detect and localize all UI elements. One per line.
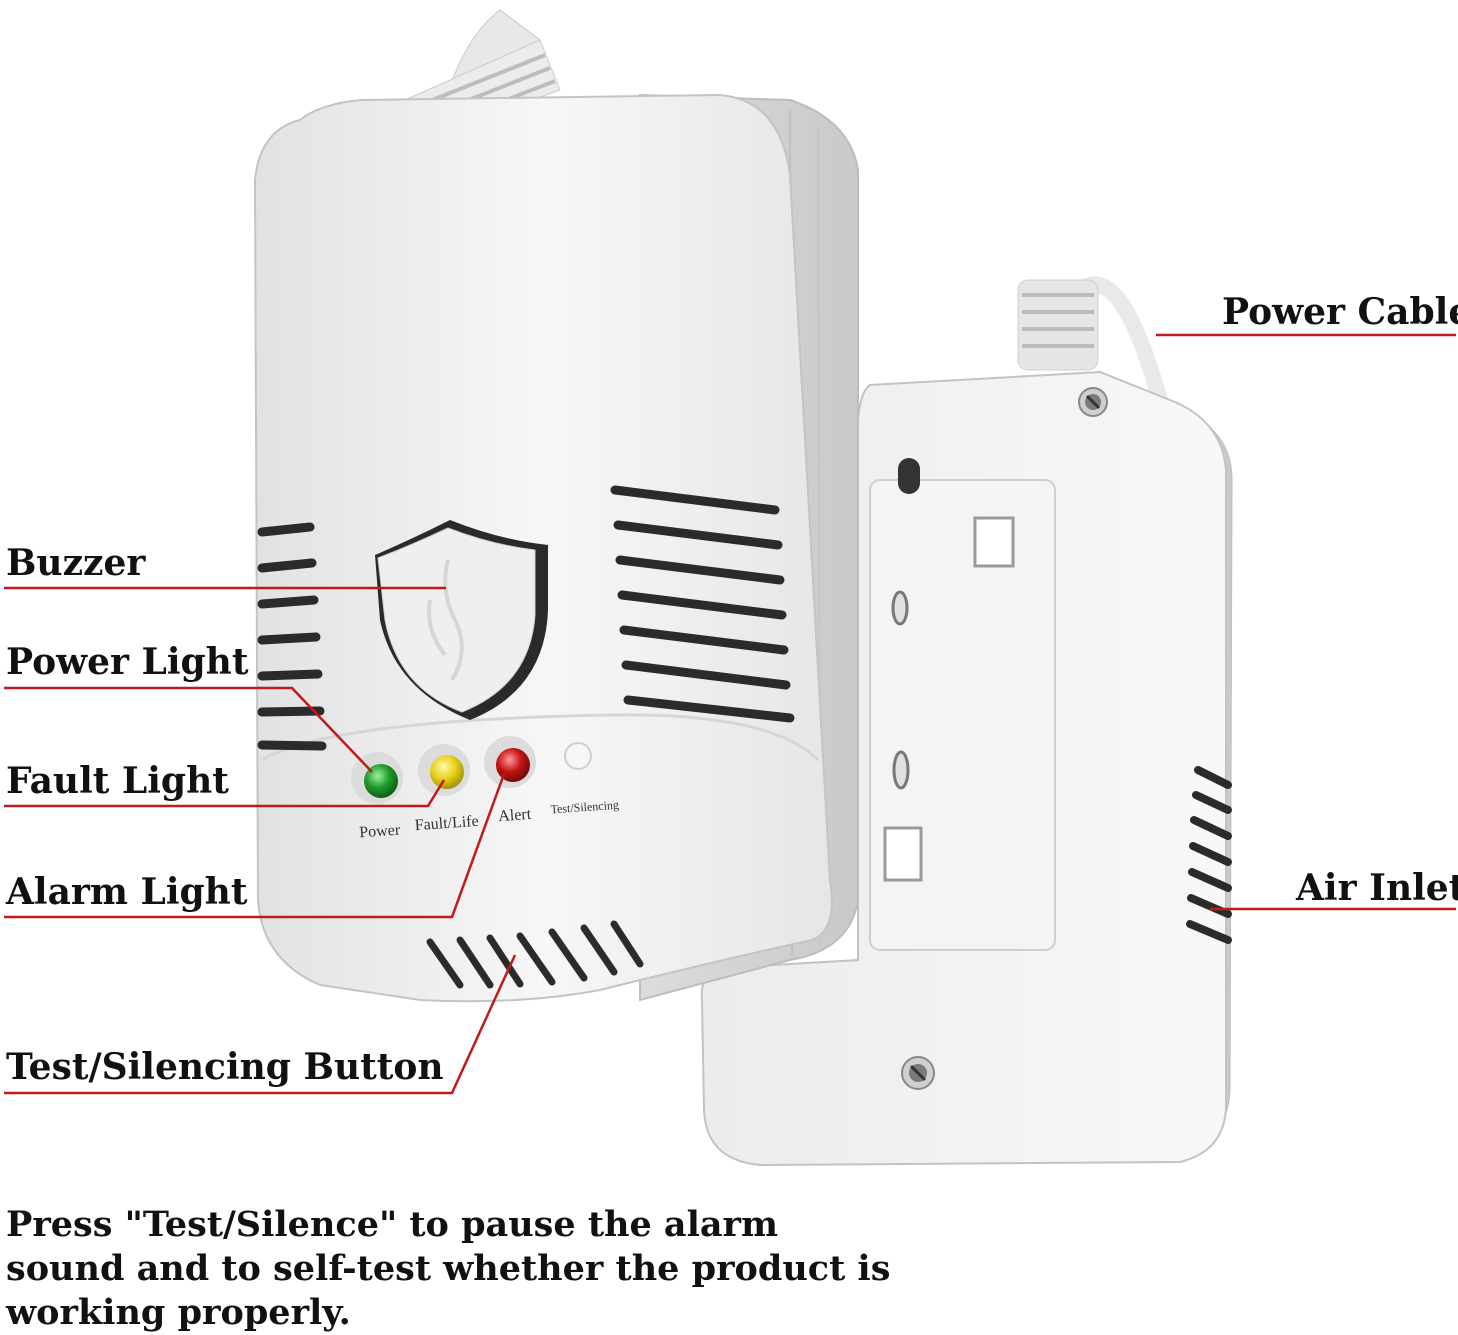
- leader-fault-light: [4, 779, 446, 808]
- plug-pin-top: [973, 516, 1015, 568]
- callout-alarm-light: Alarm Light: [6, 871, 248, 913]
- callout-power-light: Power Light: [6, 641, 249, 683]
- leader-test-button: [4, 954, 517, 1095]
- bottom-vents: [426, 920, 644, 989]
- screw-icon: [901, 1056, 935, 1090]
- device-label-test: Test/Silencing: [550, 798, 619, 817]
- leader-lines: [4, 333, 1456, 1095]
- device-label-power: Power: [359, 822, 402, 842]
- callout-fault-light: Fault Light: [6, 760, 229, 802]
- buzzer-shield: [375, 520, 548, 720]
- right-vents: [610, 485, 795, 723]
- alert-led: [496, 748, 530, 782]
- led-indicators: [351, 736, 592, 804]
- screw-icon: [1078, 387, 1108, 417]
- callout-power-cable: Power Cable: [1222, 291, 1458, 333]
- power-led: [364, 764, 398, 798]
- fault-led: [430, 755, 464, 789]
- plug-pin-bottom: [883, 826, 923, 882]
- plug-slot: [892, 750, 910, 790]
- leader-alarm-light: [4, 773, 506, 919]
- front-unit: Power Fault/Life Alert Test/Silencing: [253, 9, 859, 1003]
- plug-slot: [891, 590, 909, 626]
- leader-power-light: [4, 686, 373, 773]
- hanging-slot: [898, 458, 920, 494]
- back-unit: [700, 276, 1233, 1167]
- left-vents: [257, 522, 327, 751]
- device-label-fault: Fault/Life: [414, 813, 479, 834]
- back-strain-relief: [1017, 279, 1099, 371]
- device-label-alert: Alert: [498, 806, 533, 825]
- instruction-caption: Press "Test/Silence" to pause the alarm …: [6, 1204, 891, 1333]
- air-inlet-vents: [1186, 766, 1232, 944]
- callout-buzzer: Buzzer: [6, 542, 146, 584]
- callout-test-button: Test/Silencing Button: [6, 1046, 444, 1088]
- test-silencing-button[interactable]: [564, 742, 592, 770]
- flame-icon: [443, 559, 464, 682]
- callout-air-inlet: Air Inlet: [1296, 867, 1458, 909]
